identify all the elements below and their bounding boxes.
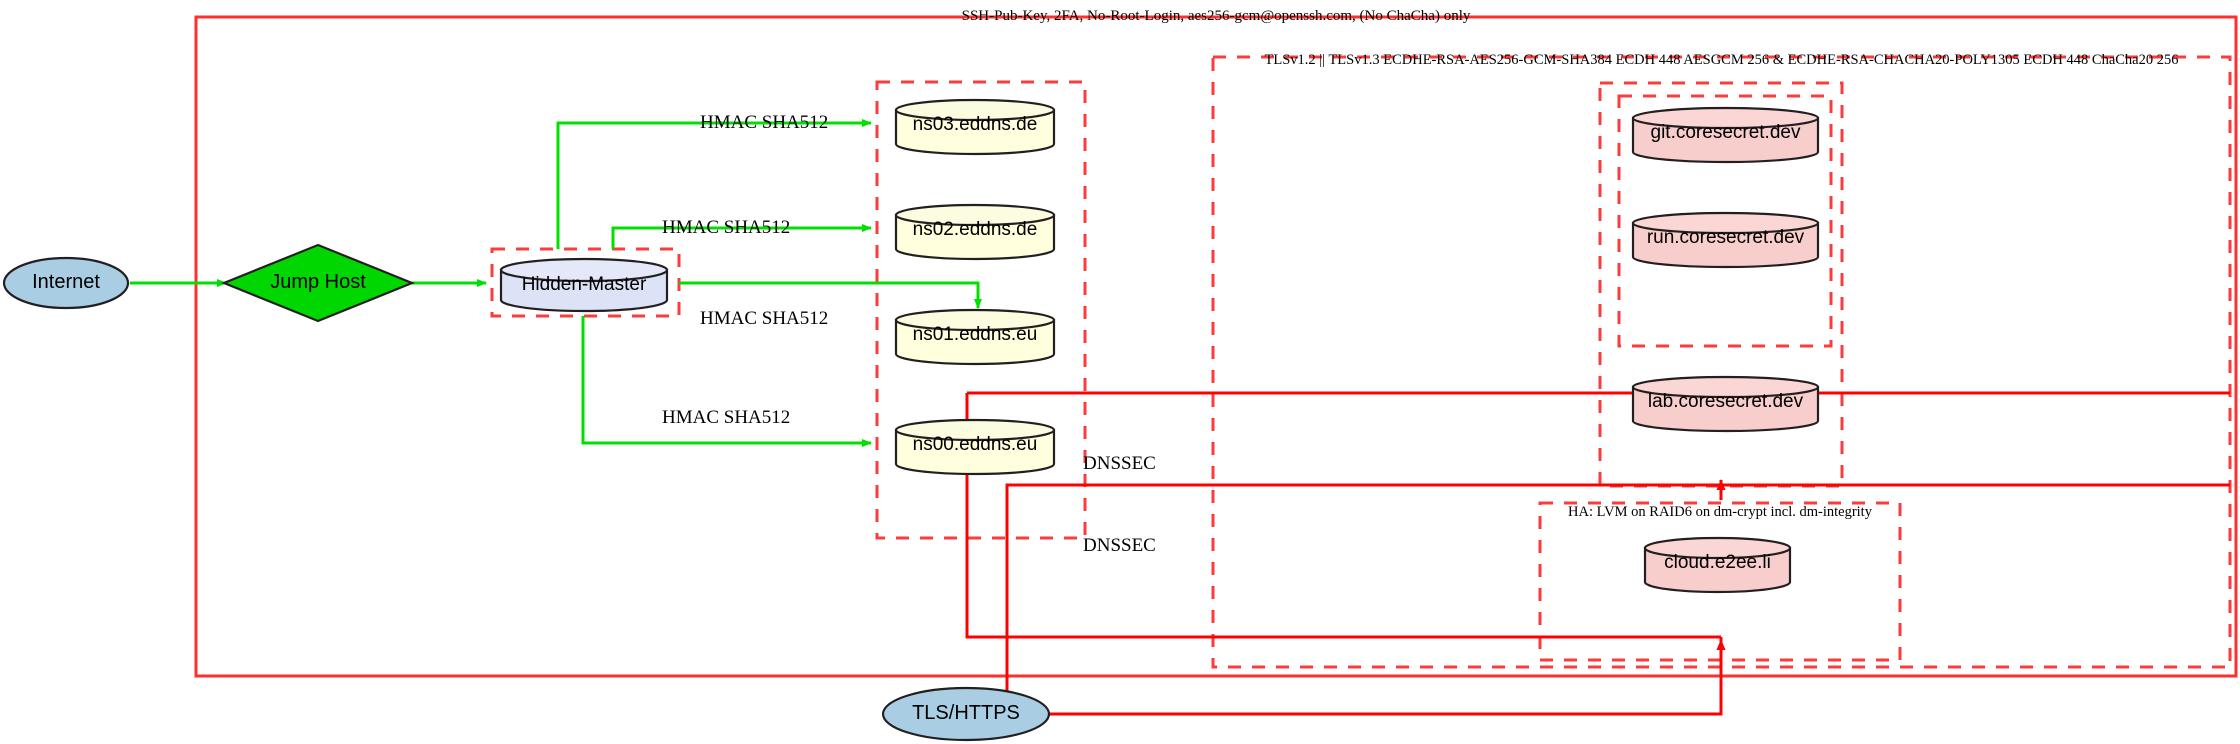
group-coresecret-inner-zone-boundary (1617, 94, 1833, 348)
edge-label-hmac-ns01: HMAC SHA512 (700, 308, 829, 329)
node-internet[interactable] (2, 256, 130, 310)
node-ns01[interactable] (894, 308, 1056, 366)
group-tls-zone-label: TLSv1.2 || TLSv1.3 ECDHE-RSA-AES256-GCM-… (1264, 52, 2179, 68)
group-outer-ssh-boundary (194, 15, 2238, 678)
edge-label-hmac-ns02: HMAC SHA512 (662, 217, 791, 238)
node-cloud-e2ee[interactable] (1643, 536, 1792, 594)
node-ns02[interactable] (894, 203, 1056, 261)
edge-master-to-ns01 (679, 281, 982, 309)
edge-master-to-ns03 (556, 119, 872, 249)
group-dns-zone-boundary (875, 80, 1087, 540)
edge-master-to-ns00 (581, 316, 872, 447)
node-lab-coresecret[interactable] (1631, 375, 1820, 433)
group-coresecret-zone-boundary (1598, 81, 1844, 488)
group-tls-zone-boundary (1211, 55, 2232, 669)
edge-label-hmac-ns00: HMAC SHA512 (662, 407, 791, 428)
edge-label-dnssec-1: DNSSEC (1083, 453, 1156, 474)
node-git-coresecret[interactable] (1631, 106, 1820, 164)
group-ha-zone-label: HA: LVM on RAID6 on dm-crypt incl. dm-in… (1568, 504, 1872, 520)
node-hidden-master[interactable] (499, 257, 669, 313)
edge-tls-to-right (1049, 637, 1723, 716)
node-tls-https[interactable] (881, 686, 1051, 742)
edge-master-to-ns02 (611, 224, 872, 249)
edge-label-hmac-ns03: HMAC SHA512 (700, 112, 829, 133)
node-ns03[interactable] (894, 98, 1056, 156)
node-ns00[interactable] (894, 418, 1056, 476)
edge-label-dnssec-2: DNSSEC (1083, 535, 1156, 556)
group-outer-ssh-label: SSH-Pub-Key, 2FA, No-Root-Login, aes256-… (961, 8, 1471, 24)
node-run-coresecret[interactable] (1631, 211, 1820, 269)
node-jump-host[interactable] (221, 243, 415, 323)
